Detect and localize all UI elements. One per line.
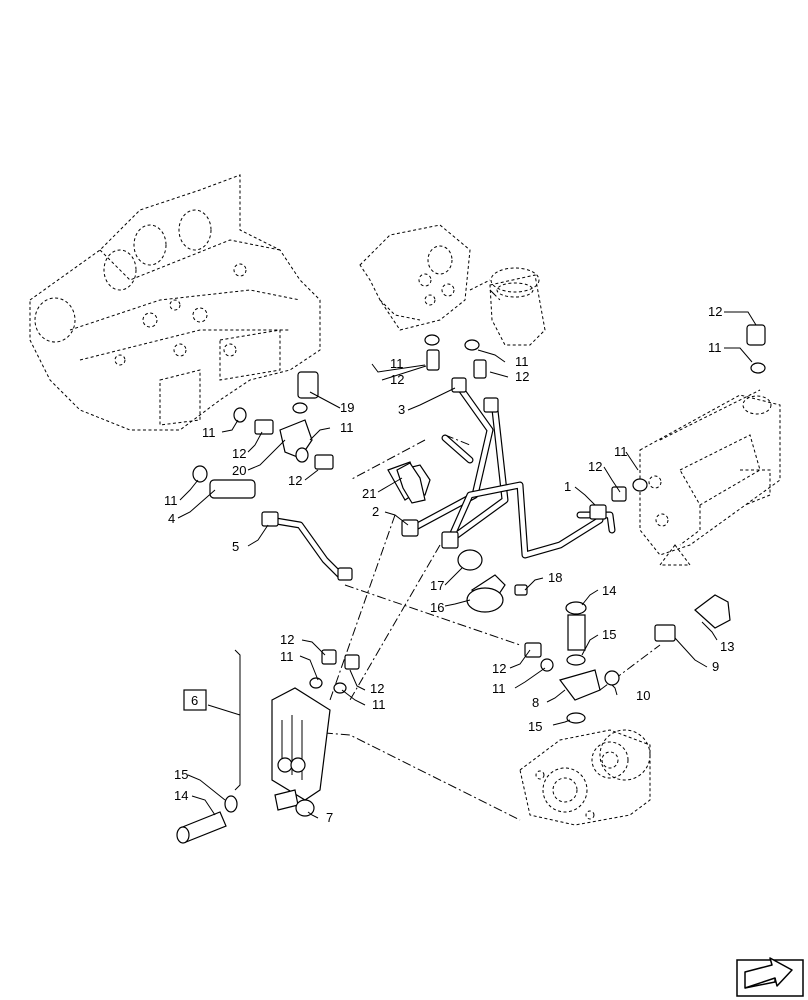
- banjo-bolt: [176, 795, 238, 844]
- callout: 15: [174, 767, 188, 782]
- callout: 20: [232, 463, 246, 478]
- callout: 10: [636, 688, 650, 703]
- callout: 12: [370, 681, 384, 696]
- pipe-assembly: [266, 381, 616, 579]
- callout: 18: [548, 570, 562, 585]
- callout: 7: [326, 810, 333, 825]
- callout: 12: [280, 632, 294, 647]
- callout: 11: [340, 420, 354, 435]
- hydraulic-pump: [519, 729, 651, 826]
- callout: 14: [174, 788, 188, 803]
- oil-filter-housing: [359, 224, 546, 346]
- group-bracket: [183, 649, 241, 791]
- valve-block: [639, 389, 781, 566]
- callout: 21: [362, 486, 376, 501]
- callout-labels: 12 11 11 11 12 12 19 3 11 11 12 20 12 11…: [164, 304, 734, 825]
- callout: 12: [492, 661, 506, 676]
- engine-block: [29, 174, 321, 431]
- callout: 9: [712, 659, 719, 674]
- callout: 11: [492, 681, 506, 696]
- callout: 11: [372, 697, 386, 712]
- filter-block: [271, 687, 331, 817]
- callout: 11: [515, 354, 529, 369]
- group-box-label: 6: [191, 693, 198, 708]
- callout: 11: [390, 356, 404, 371]
- callout: 11: [614, 444, 628, 459]
- callout: 12: [390, 372, 404, 387]
- callout: 11: [164, 493, 178, 508]
- callout: 12: [232, 446, 246, 461]
- arrow-icon[interactable]: [736, 957, 804, 997]
- clip-fitting: [396, 462, 426, 504]
- callout: 15: [528, 719, 542, 734]
- callout: 12: [288, 473, 302, 488]
- callout: 1: [564, 479, 571, 494]
- callout: 4: [168, 511, 175, 526]
- callout: 2: [372, 504, 379, 519]
- callout: 11: [202, 425, 216, 440]
- callout: 12: [515, 369, 529, 384]
- callout: 17: [430, 578, 444, 593]
- callout: 3: [398, 402, 405, 417]
- callout: 8: [532, 695, 539, 710]
- callout: 5: [232, 539, 239, 554]
- callout: 14: [602, 583, 616, 598]
- callout: 16: [430, 600, 444, 615]
- callout: 12: [708, 304, 722, 319]
- callout: 13: [720, 639, 734, 654]
- callout: 12: [588, 459, 602, 474]
- callout: 11: [708, 340, 722, 355]
- callout: 11: [280, 649, 294, 664]
- leader-lines: [177, 311, 757, 819]
- callout: 19: [340, 400, 354, 415]
- callout: 15: [602, 627, 616, 642]
